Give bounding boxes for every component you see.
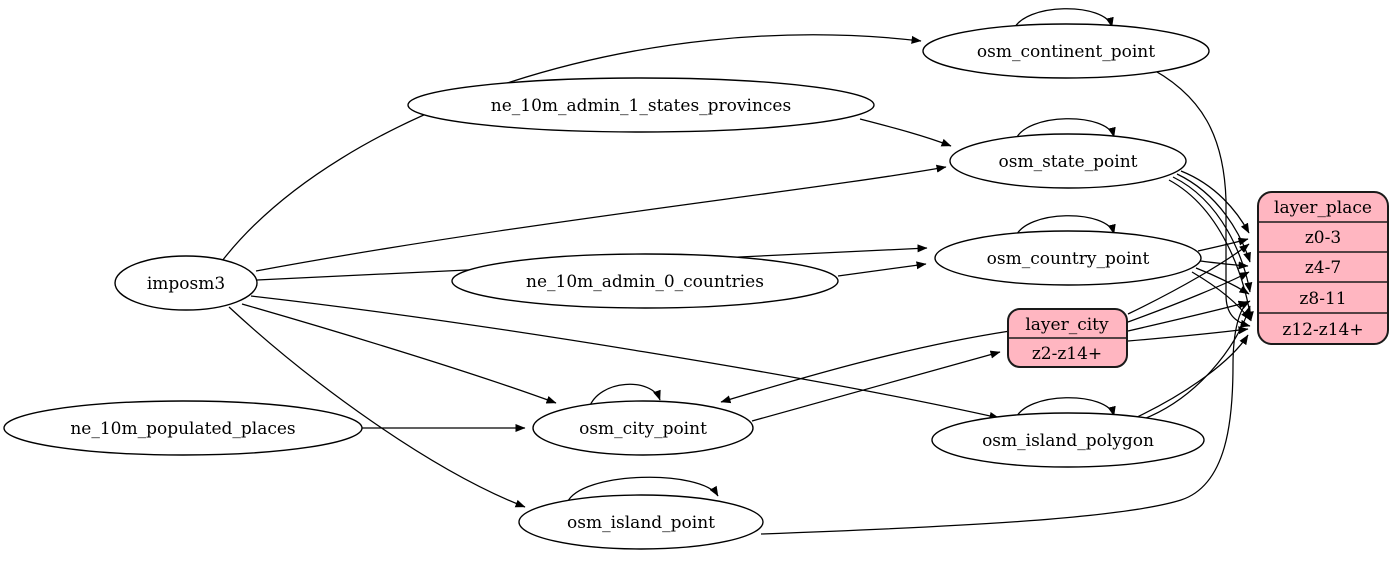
edge-imposm3-osm-continent-point bbox=[221, 34, 922, 262]
layer-place-title: layer_place bbox=[1274, 198, 1372, 218]
edge-osm-island-polygon-z8-11 bbox=[1140, 305, 1252, 421]
layer-place-row-z0-3: z0-3 bbox=[1305, 228, 1341, 248]
layer-place-row-z12-z14: z12-z14+ bbox=[1282, 320, 1363, 340]
osm-island-point-label: osm_island_point bbox=[567, 513, 715, 533]
self-loop-osm-state-point bbox=[1014, 118, 1116, 142]
edge-layer-city-osm-city-point bbox=[720, 330, 1011, 404]
edge-osm-city-point-layer-city bbox=[751, 350, 1001, 422]
ne-populated-label: ne_10m_populated_places bbox=[70, 419, 295, 439]
osm-city-ellipse bbox=[532, 400, 754, 456]
edge-osm-state-point-z0-3 bbox=[1180, 170, 1250, 234]
layer-place-box bbox=[1257, 191, 1389, 345]
self-loop-osm-city-point bbox=[588, 383, 661, 409]
osm-island-polygon-ellipse bbox=[931, 412, 1205, 468]
edge-imposm3-osm-state-point bbox=[255, 164, 947, 272]
imposm3-label: imposm3 bbox=[147, 274, 225, 294]
osm-continent-ellipse bbox=[922, 23, 1210, 79]
edge-ne-admin0-osm-country-point bbox=[837, 261, 927, 277]
osm-country-ellipse bbox=[934, 230, 1202, 286]
record-layer-place: layer_place z0-3 z4-7 z8-11 z12-z14+ bbox=[1257, 191, 1389, 345]
osm-state-label: osm_state_point bbox=[999, 152, 1138, 172]
edge-layer-city-z8-11 bbox=[1127, 300, 1249, 332]
ne-admin1-ellipse bbox=[407, 77, 875, 133]
edge-osm-island-polygon-z12-z14 bbox=[1134, 334, 1249, 419]
node-imposm3: imposm3 bbox=[114, 255, 258, 311]
osm-city-label: osm_city_point bbox=[579, 419, 707, 439]
node-ne-10m-admin-1-states-provinces: ne_10m_admin_1_states_provinces bbox=[407, 77, 875, 133]
self-loop-osm-island-polygon bbox=[1014, 397, 1116, 421]
layer-city-row-z2-z14: z2-z14+ bbox=[1032, 344, 1102, 364]
edge-imposm3-osm-island-point bbox=[228, 306, 526, 508]
edge-layer-city-z4-7 bbox=[1127, 271, 1250, 323]
osm-state-ellipse bbox=[949, 133, 1187, 189]
node-osm-country-point: osm_country_point bbox=[934, 230, 1202, 286]
edge-osm-country-point-z8-11 bbox=[1195, 267, 1250, 295]
node-ne-10m-admin-0-countries: ne_10m_admin_0_countries bbox=[451, 253, 839, 309]
osm-country-label: osm_country_point bbox=[987, 249, 1150, 269]
edge-osm-island-point-layer-place bbox=[760, 300, 1251, 535]
edge-osm-country-point-z0-3 bbox=[1197, 237, 1249, 252]
node-ne-10m-populated-places: ne_10m_populated_places bbox=[3, 400, 363, 456]
osm-continent-label: osm_continent_point bbox=[977, 42, 1155, 62]
layer-place-row-z8-11: z8-11 bbox=[1299, 289, 1346, 309]
self-loop-osm-continent-point bbox=[1012, 8, 1114, 32]
imposm3-ellipse bbox=[114, 255, 258, 311]
layer-city-title: layer_city bbox=[1025, 315, 1109, 335]
edge-osm-country-point-z4-7 bbox=[1199, 260, 1249, 270]
edge-group bbox=[221, 8, 1254, 535]
edge-layer-city-z12-z14 bbox=[1127, 326, 1249, 342]
edge-osm-continent-point-layer-place bbox=[1141, 63, 1251, 328]
layer-place-row-z4-7: z4-7 bbox=[1305, 258, 1341, 278]
node-osm-island-point: osm_island_point bbox=[518, 494, 764, 550]
ne-admin0-ellipse bbox=[451, 253, 839, 309]
node-osm-island-polygon: osm_island_polygon bbox=[931, 412, 1205, 468]
ne-admin1-label: ne_10m_admin_1_states_provinces bbox=[491, 96, 791, 116]
edge-imposm3-osm-city-point bbox=[241, 303, 557, 404]
self-loop-osm-country-point bbox=[1014, 215, 1116, 239]
ne-populated-ellipse bbox=[3, 400, 363, 456]
record-layer-city: layer_city z2-z14+ bbox=[1007, 308, 1128, 368]
node-osm-city-point: osm_city_point bbox=[532, 400, 754, 456]
self-loop-osm-island-point bbox=[566, 476, 719, 504]
osm-island-point-ellipse bbox=[518, 494, 764, 550]
edge-imposm3-osm-island-polygon bbox=[250, 295, 1000, 420]
edge-ne-admin1-osm-state-point bbox=[859, 118, 952, 147]
edge-layer-city-z0-3 bbox=[1127, 243, 1250, 315]
osm-island-polygon-label: osm_island_polygon bbox=[982, 431, 1154, 451]
node-osm-continent-point: osm_continent_point bbox=[922, 23, 1210, 79]
ne-admin0-label: ne_10m_admin_0_countries bbox=[526, 272, 764, 292]
node-osm-state-point: osm_state_point bbox=[949, 133, 1187, 189]
